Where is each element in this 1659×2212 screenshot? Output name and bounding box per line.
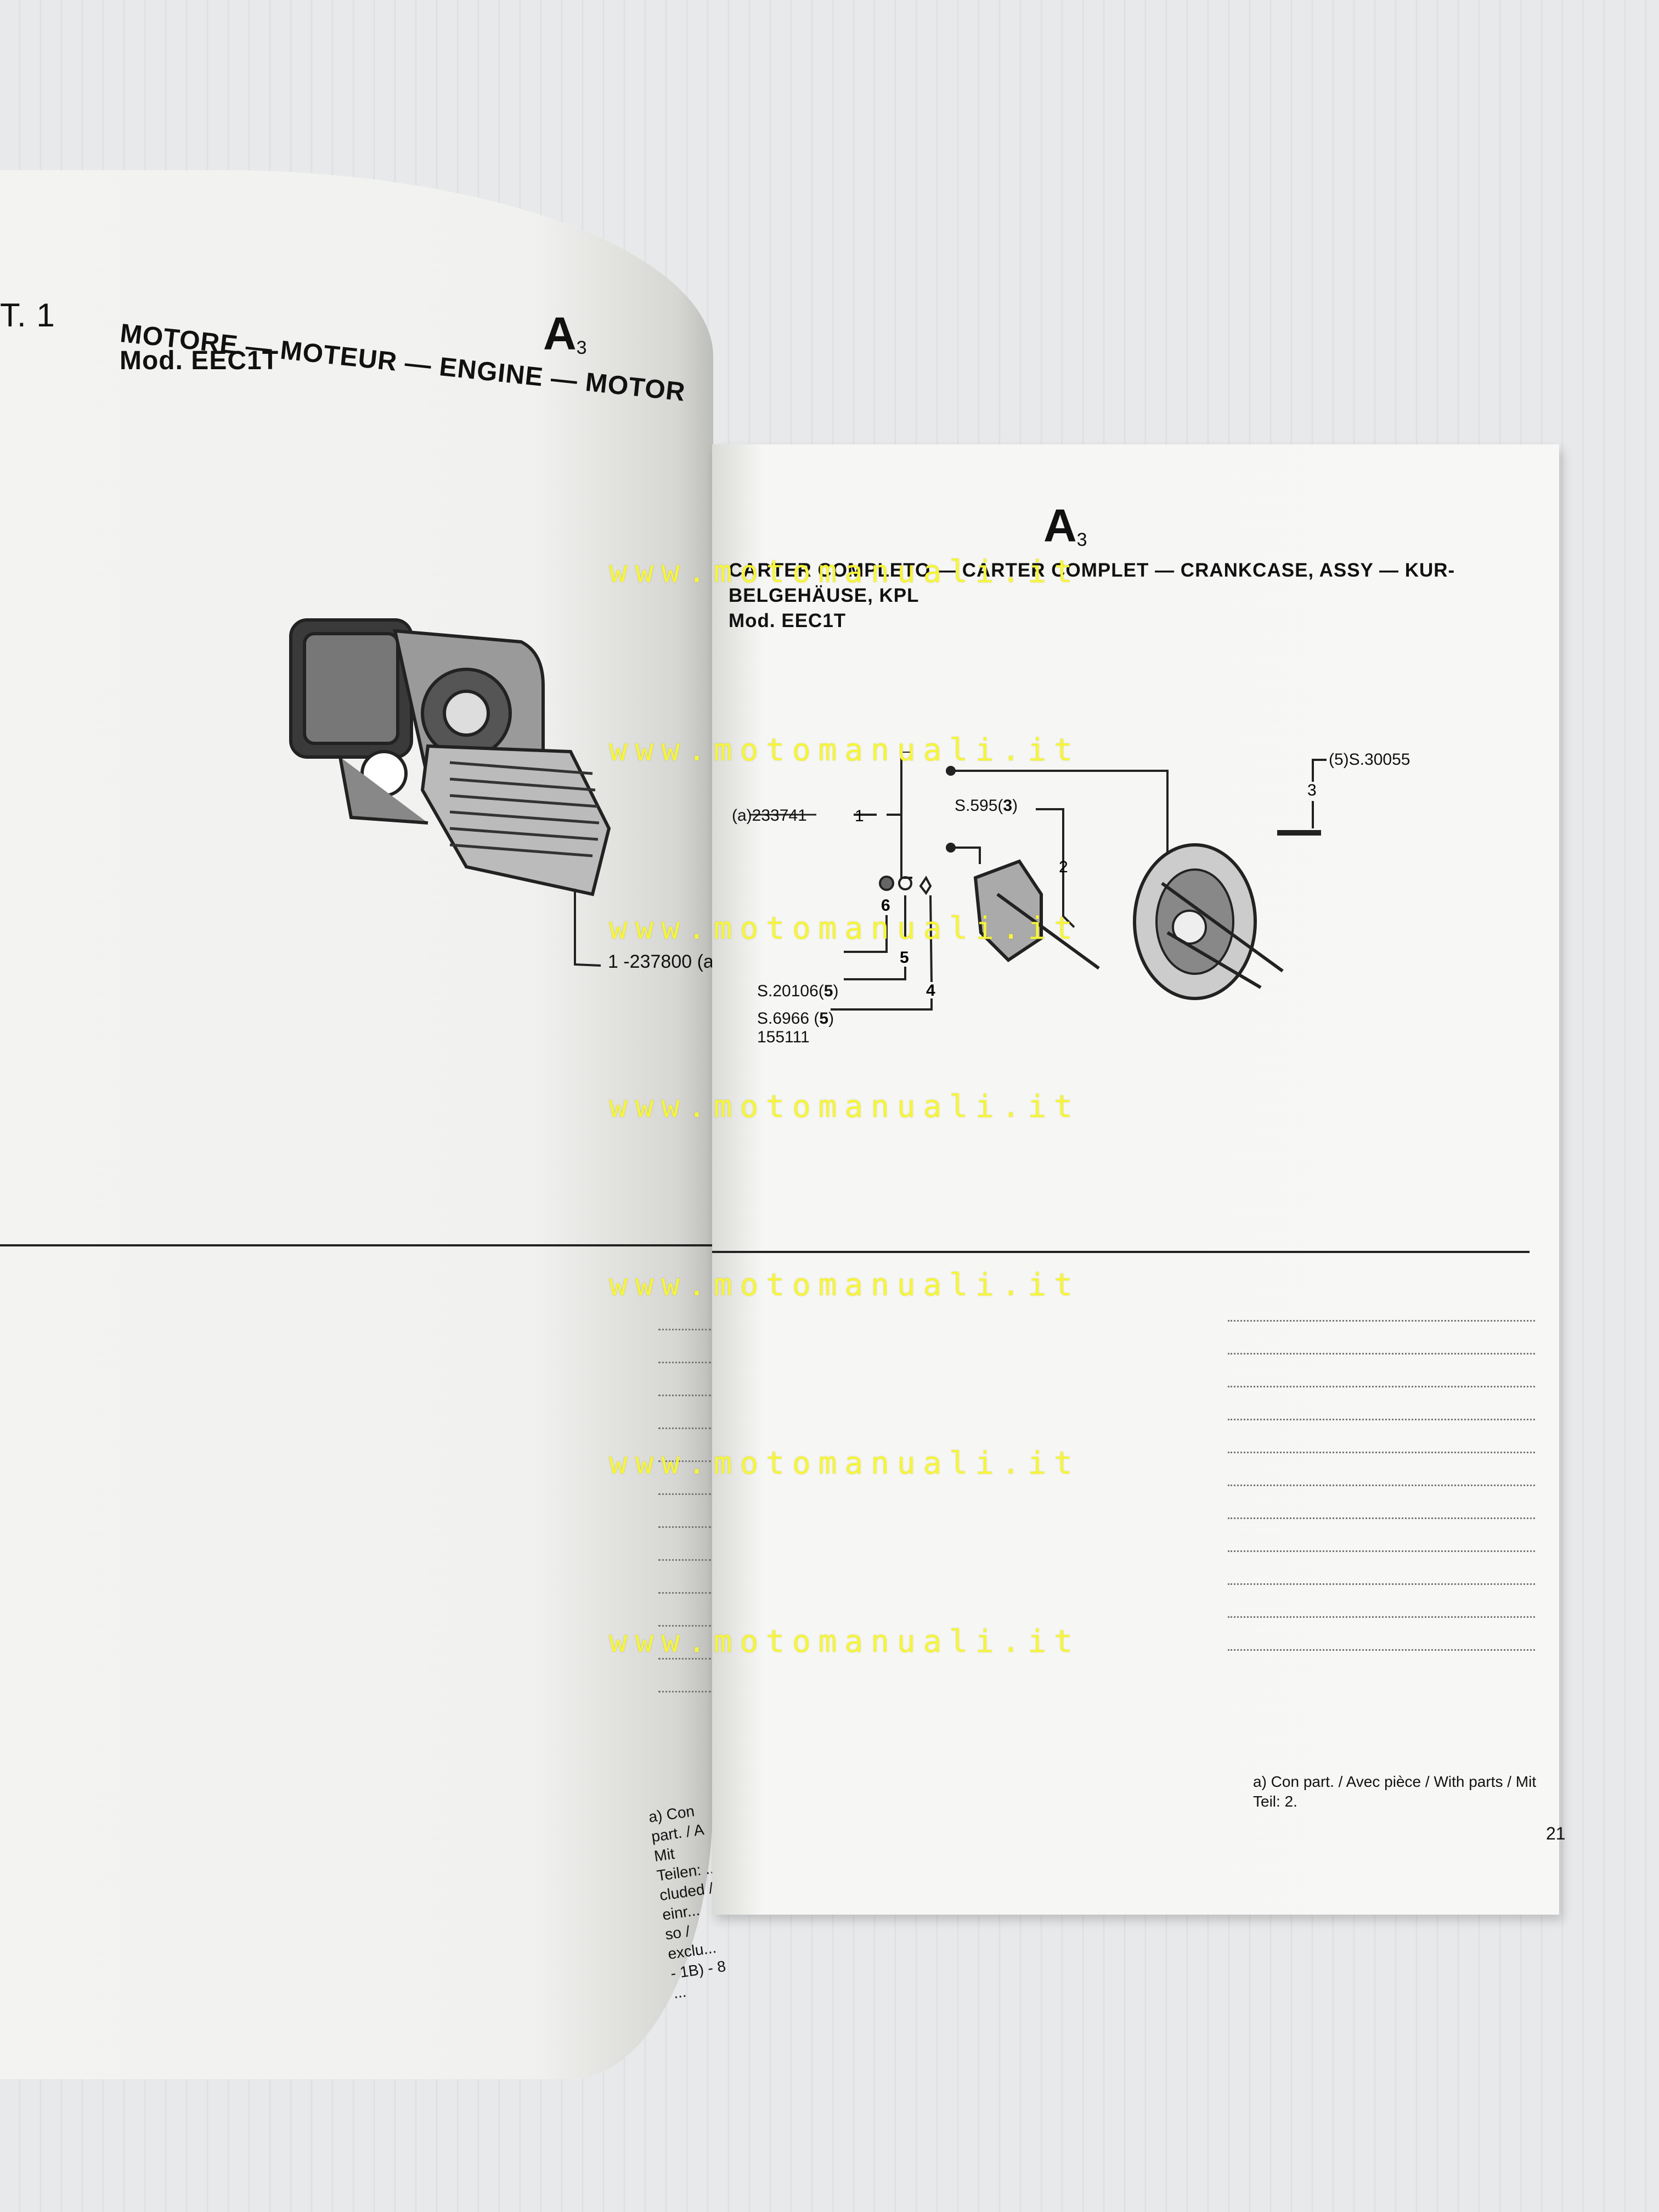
title-word-2: MOTEUR (279, 335, 399, 377)
right-table-line (712, 1251, 1530, 1253)
part-ref-5: S.6966 (5) (757, 1009, 834, 1028)
right-page: A3 CARTER COMPLETO — CARTER COMPLET — CR… (712, 444, 1566, 1915)
dotted-row (1228, 1649, 1535, 1651)
watermark: www.motomanuali.it (609, 1267, 1080, 1303)
watermark: www.motomanuali.it (609, 554, 1080, 590)
dotted-row (658, 1691, 711, 1692)
dotted-row (1228, 1485, 1535, 1486)
left-model: Mod. EEC1T (120, 346, 279, 375)
title-word-4: MOTOR (584, 368, 687, 407)
right-section-label: A3 (1043, 500, 1087, 551)
dotted-row (1228, 1452, 1535, 1453)
watermark: www.motomanuali.it (609, 1624, 1080, 1660)
dotted-row (1228, 1616, 1535, 1618)
dotted-row (1228, 1386, 1535, 1387)
dotted-row (658, 1427, 711, 1429)
watermark: www.motomanuali.it (609, 911, 1080, 946)
right-title-line1: CARTER COMPLETO — CARTER COMPLET — CRANK… (729, 560, 1455, 581)
part-ref-2: S.595(3) (955, 797, 1018, 815)
part-number-2: 2 (1059, 858, 1068, 876)
left-section-label: A3 (543, 308, 587, 359)
dotted-row (658, 1559, 711, 1561)
dotted-row (658, 1460, 711, 1462)
left-callout: 1 -237800 (a) (608, 951, 720, 972)
right-footnote: a) Con part. / Avec pièce / With parts /… (1253, 1773, 1537, 1810)
right-title-line2: BELGEHÄUSE, KPL (729, 585, 919, 606)
part-number-4: 4 (926, 981, 935, 1000)
right-model: Mod. EEC1T (729, 610, 847, 631)
dotted-row (658, 1658, 711, 1660)
watermark: www.motomanuali.it (609, 1089, 1080, 1125)
left-table-line (0, 1244, 713, 1246)
watermark: www.motomanuali.it (609, 732, 1080, 768)
dotted-row (658, 1526, 711, 1528)
part-ref-4: 155111 (757, 1028, 810, 1046)
dotted-row (658, 1625, 711, 1627)
assy-ref: (a)233741 (732, 806, 807, 825)
assy-number: 1 (855, 807, 864, 825)
part-ref-6: S.20106(5) (757, 982, 839, 1000)
left-page: T. 1 MOTORE — MOTEUR — ENGINE — MOTOR Mo… (0, 170, 727, 2079)
dotted-row (658, 1493, 711, 1495)
dotted-row (658, 1362, 711, 1363)
dotted-row (658, 1592, 711, 1594)
dotted-row (658, 1329, 711, 1330)
dotted-row (1228, 1550, 1535, 1552)
part-ref-3: (5)S.30055 (1329, 751, 1410, 769)
parts-diagram: 1 3 2 6 5 4 (751, 752, 1327, 1011)
part-number-3: 3 (1307, 781, 1317, 799)
title-word-3: ENGINE (438, 352, 545, 392)
callout-leader (574, 889, 601, 967)
watermark: www.motomanuali.it (609, 1446, 1080, 1481)
dotted-row (1228, 1583, 1535, 1585)
dotted-row (1228, 1320, 1535, 1322)
engine-illustration (289, 618, 611, 896)
table-ref: T. 1 (0, 297, 55, 334)
dotted-row (1228, 1419, 1535, 1420)
dotted-row (1228, 1353, 1535, 1355)
dotted-row (1228, 1517, 1535, 1519)
part-number-6: 6 (881, 896, 890, 915)
page-number: 21 (1546, 1824, 1566, 1843)
part-number-5: 5 (900, 949, 909, 967)
dotted-row (658, 1395, 711, 1396)
